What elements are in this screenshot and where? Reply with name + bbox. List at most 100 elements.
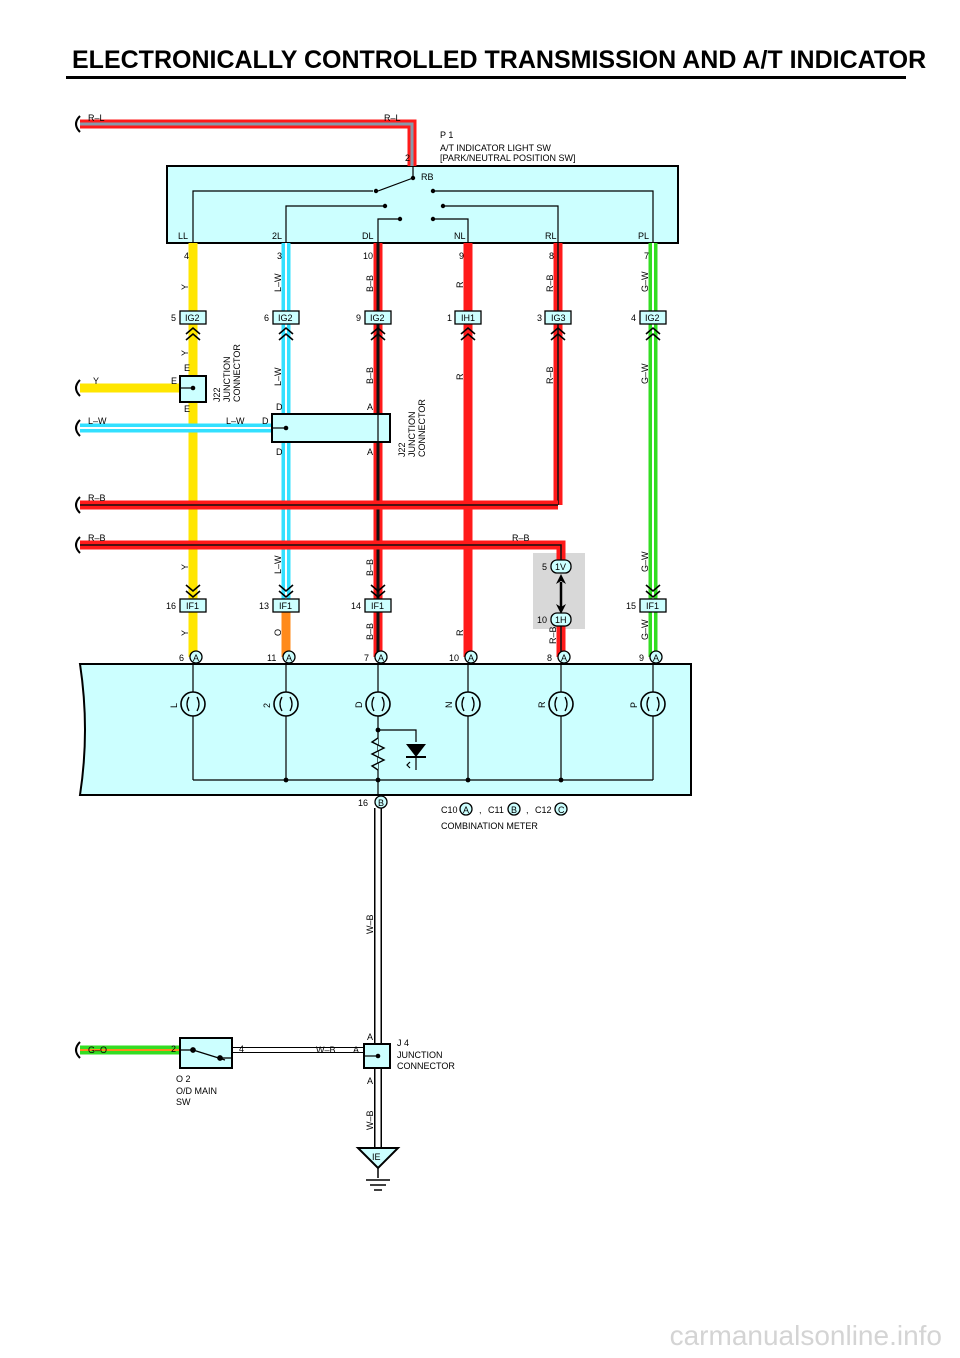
j4-pin: A [353,1045,359,1055]
conn-code: IG2 [278,313,293,323]
o2-line3: SW [176,1097,191,1107]
meter-code: B [511,805,517,815]
bulb-filaments [186,696,660,712]
p1-switch-box [166,165,679,244]
j22-left-line1: J22 [212,387,222,402]
wire-label: W–B [316,1045,336,1055]
wire-color-label: G–W [640,271,650,292]
wire-end-brackets [75,115,81,1059]
o2-pin: 4 [239,1044,244,1054]
conn-pin: 13 [259,601,269,611]
p1-switch-internal [192,166,654,243]
meter-pin: 11 [267,653,276,663]
wire-color-label: Y [180,350,190,356]
wire-color-label: L–W [273,555,283,574]
conn-pin: 9 [356,313,361,323]
conn-code: IG2 [645,313,660,323]
wire-w-b [182,808,382,1148]
wire-color-label: O [273,629,283,636]
p1-pin: 7 [644,251,649,261]
conn-pin: 15 [626,601,636,611]
conn-pin: 10 [537,615,547,625]
meter-bottom-letter: B [378,798,384,808]
meter-bottom-pin: 16 [358,798,368,808]
meter-pin-letter: A [193,653,199,663]
wire-color-label: Y [180,564,190,570]
meter-code: C [558,805,565,815]
p1-pin: 9 [459,251,464,261]
wire-r-l-top [80,119,417,166]
meter-pin-letter: A [653,653,659,663]
wire-color-label: G–W [640,619,650,640]
wire-color-label: B–B [365,623,375,640]
o2-line2: O/D MAIN [176,1086,217,1096]
j22-left-pin: D [276,402,283,412]
meter-pin-letter: A [378,653,384,663]
meter-pin: 7 [364,653,369,663]
wire-color-label: R–B [545,274,555,292]
meter-code: , [526,805,529,815]
j22-left-pin: D [276,447,283,457]
title-rule [66,76,906,79]
lamp-label: R [537,701,547,708]
page-title: ELECTRONICALLY CONTROLLED TRANSMISSION A… [72,46,927,74]
conn-code: IF1 [186,601,199,611]
left-wires [80,383,566,1055]
p1-pos-ll: LL [178,231,188,241]
bulbs [180,691,666,717]
wire-label: G–O [88,1045,107,1055]
p1-name: A/T INDICATOR LIGHT SW [440,143,551,153]
j4-pin: A [367,1076,373,1086]
wire-label: Y [93,376,99,386]
wire-label: R–L [384,113,401,123]
conn-pin: 3 [537,313,542,323]
j22-right-line1: J22 [397,442,407,457]
chevrons-if1 [185,584,661,599]
o2-pin: 2 [171,1044,176,1054]
conn-pin: 1 [447,313,452,323]
wire-color-label: R–B [548,626,558,644]
wire-color-label: G–W [640,551,650,572]
meter-pin-letter: A [468,653,474,663]
bulb-2-icon [273,691,299,717]
connector-badges-top [179,310,667,325]
meter-pin-circles [189,650,663,816]
lamp-label: N [444,702,454,709]
o2-switch-box [179,1037,233,1069]
p1-pin: 3 [277,251,282,261]
bulb-d-icon [365,691,391,717]
wire-color-label: Y [180,284,190,290]
connector-badges-if1 [179,598,667,613]
wire-color-label: B–B [365,559,375,576]
ground-icon [366,1168,390,1191]
wire-color-label: Y [180,630,190,636]
j4-pin: A [367,1032,373,1042]
wire-color-label: R [455,281,465,288]
meter-pin: 10 [449,653,459,663]
j4-line3: CONNECTOR [397,1061,455,1071]
j22-right-line2: JUNCTION [407,412,417,458]
wire-color-label: W–B [365,914,375,934]
meter-code: C11 [488,805,504,815]
p1-pos-2l: 2L [272,231,282,241]
j22-left-line2: JUNCTION [222,357,232,403]
watermark: carmanualsonline.info [669,1320,942,1351]
conn-code: IF1 [371,601,384,611]
bulb-p-icon [640,691,666,717]
conn-code: IG2 [185,313,200,323]
conn-code: IF1 [646,601,659,611]
meter-code: C12 [535,805,552,815]
meter-resistor [370,737,386,771]
bulb-l-icon [180,691,206,717]
wire-color-label: R–B [545,366,555,384]
conn-code: IG3 [551,313,566,323]
p1-pin-rb: RB [421,172,434,182]
wire-label: R–B [512,533,530,543]
conn-pin: 6 [264,313,269,323]
j4-line2: JUNCTION [397,1050,443,1060]
j22-left-pin: D [262,416,269,426]
meter-code: C10 [441,805,458,815]
p1-pos-pl: PL [638,231,649,241]
chevrons-top [185,326,661,341]
p1-id: P 1 [440,130,453,140]
